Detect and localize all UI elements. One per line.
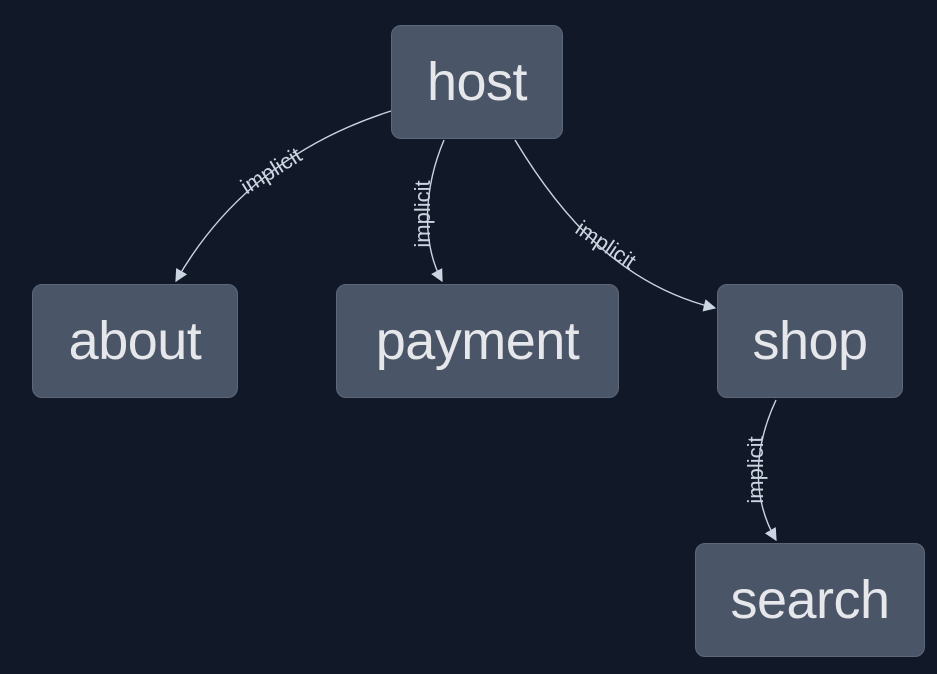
edge-label-shop-search: implicit [743, 436, 768, 503]
edge-shop-search [757, 399, 777, 542]
edge-host-shop [514, 139, 717, 312]
node-shop[interactable]: shop [717, 284, 903, 398]
edge-label-host-payment: implicit [410, 180, 435, 247]
edge-label-text: implicit [410, 180, 435, 247]
edge-label-text: implicit [743, 436, 768, 503]
node-payment[interactable]: payment [336, 284, 619, 398]
node-label: shop [752, 311, 868, 371]
edge-host-payment [426, 139, 445, 283]
node-search[interactable]: search [695, 543, 925, 657]
edge-label-text: implicit [236, 142, 306, 199]
edge-label-host-shop: implicit [571, 215, 641, 273]
edge-label-host-about: implicit [236, 142, 306, 199]
node-label: host [426, 52, 528, 112]
node-host[interactable]: host [391, 25, 563, 139]
edge-host-about [175, 110, 392, 283]
edge-label-text: implicit [571, 215, 641, 273]
node-label: search [730, 570, 890, 630]
node-label: payment [375, 311, 580, 371]
node-about[interactable]: about [32, 284, 238, 398]
node-label: about [68, 311, 202, 371]
